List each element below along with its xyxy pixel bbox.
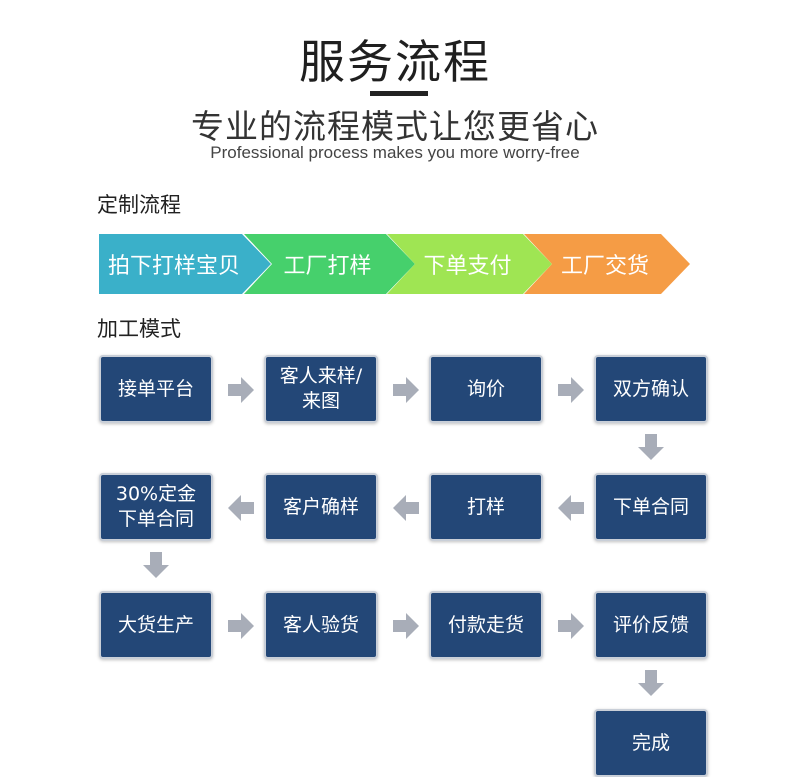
page-title: 服务流程 — [299, 35, 491, 89]
subtitle: 专业的流程模式让您更省心 — [191, 107, 599, 146]
flow-box-order-platform: 接单平台 — [99, 355, 213, 423]
flow-box-customer-sample: 客人来样/ 来图 — [264, 355, 378, 423]
arrow-left-icon — [393, 495, 419, 521]
arrow-right-icon — [228, 613, 254, 639]
flow-box-mass-production: 大货生产 — [99, 591, 213, 659]
flow-box-complete: 完成 — [594, 709, 708, 777]
arrow-right-icon — [558, 377, 584, 403]
arrow-right-icon — [393, 377, 419, 403]
subtitle-english: Professional process makes you more worr… — [210, 143, 580, 162]
arrow-down-icon — [638, 434, 664, 460]
custom-process-label: 定制流程 — [97, 193, 181, 217]
arrow-left-icon — [228, 495, 254, 521]
flow-box-inspection: 客人验货 — [264, 591, 378, 659]
flow-box-deposit-contract: 30%定金 下单合同 — [99, 473, 213, 541]
flow-box-sampling: 打样 — [429, 473, 543, 541]
arrow-right-icon — [228, 377, 254, 403]
arrow-down-icon — [143, 552, 169, 578]
chevron-step-2: 工厂打样 — [244, 234, 415, 294]
flow-box-feedback: 评价反馈 — [594, 591, 708, 659]
flow-box-order-contract: 下单合同 — [594, 473, 708, 541]
flow-box-mutual-confirm: 双方确认 — [594, 355, 708, 423]
arrow-right-icon — [558, 613, 584, 639]
arrow-right-icon — [393, 613, 419, 639]
flow-box-payment-shipping: 付款走货 — [429, 591, 543, 659]
arrow-down-icon — [638, 670, 664, 696]
chevron-step-1: 拍下打样宝贝 — [99, 234, 271, 294]
flow-box-sample-confirm: 客户确样 — [264, 473, 378, 541]
flow-box-inquiry: 询价 — [429, 355, 543, 423]
processing-mode-label: 加工模式 — [97, 317, 181, 341]
title-underline — [370, 91, 428, 96]
chevron-step-4: 工厂交货 — [524, 234, 690, 294]
arrow-left-icon — [558, 495, 584, 521]
